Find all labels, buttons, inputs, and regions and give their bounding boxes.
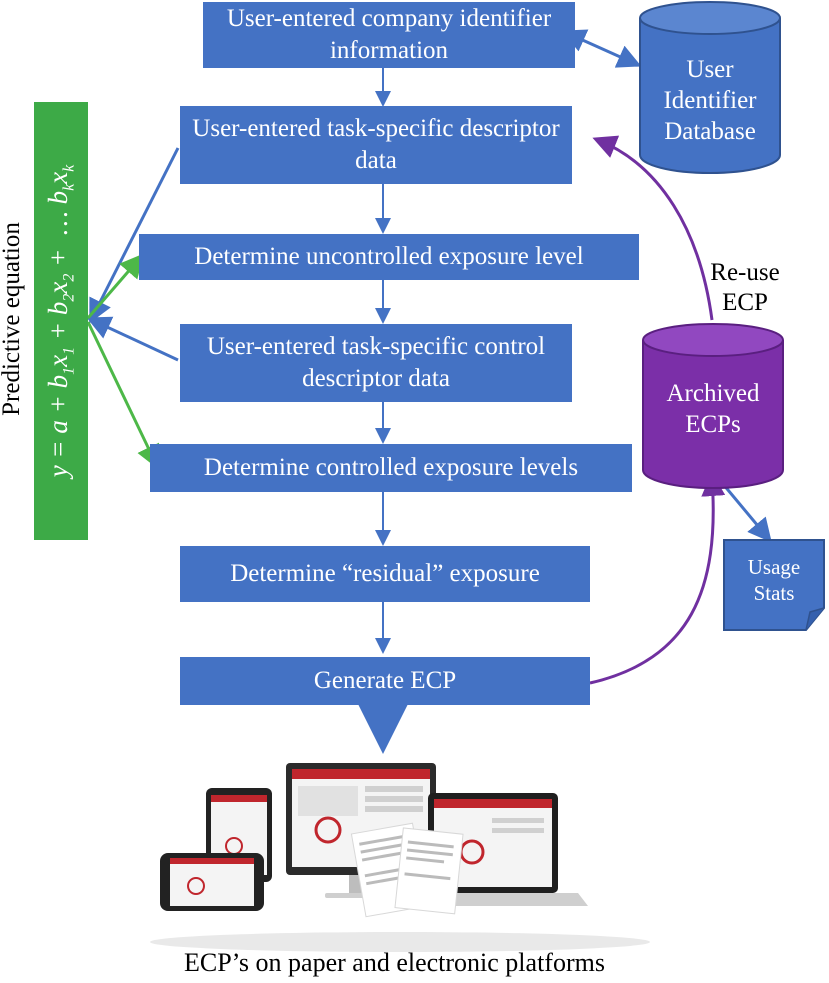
usage-stats-fold [805,607,825,631]
user-identifier-database-label: User Identifier Database [663,55,757,145]
arrow-equation-to-controlled [86,321,160,470]
company-identifier-text: User-entered company identifier informat… [226,5,552,64]
reuse-ecp-label: Re-use ECP [710,259,780,316]
arrow-control-to-equation [86,316,179,362]
generate-ecp-box: Generate ECP [180,657,590,705]
residual-exposure-box: Determine “residual” exposure [180,546,590,602]
uncontrolled-exposure-text: Determine uncontrolled exposure level [194,243,584,270]
generate-ecp-text: Generate ECP [313,667,457,694]
company-identifier-box: User-entered company identifier informat… [203,2,575,68]
arrow-reuse-to-database [592,135,714,321]
arrow-equation-to-uncontrolled [86,253,144,319]
uncontrolled-exposure-box: Determine uncontrolled exposure level [139,234,639,280]
controlled-exposure-text: Determine controlled exposure levels [203,454,579,481]
task-descriptor-text: User-entered task-specific descriptor da… [192,115,560,174]
archived-ecps-label: Archived ECPs [666,380,760,438]
arrow-company-database [561,29,642,68]
control-descriptor-box: User-entered task-specific control descr… [180,324,572,402]
task-descriptor-box: User-entered task-specific descriptor da… [180,106,572,184]
arrow-task-to-equation [89,147,180,324]
equation-panel [34,102,88,540]
arrow-generate-to-archive [589,472,726,685]
user-identifier-database-shape [639,1,781,174]
predictive-equation-label: Predictive equation [0,222,25,416]
footer-caption: ECP’s on paper and electronic platforms [184,948,605,977]
control-descriptor-text: User-entered task-specific control descr… [206,333,546,392]
archived-ecps-shape [642,323,784,489]
controlled-exposure-box: Determine controlled exposure levels [150,444,632,492]
usage-stats-label: Usage Stats [747,555,801,605]
residual-exposure-text: Determine “residual” exposure [230,560,540,587]
devices-illustration [150,763,650,952]
predictive-equation-formula: y = a + b1x1 + b2x2 + … bkxk [43,164,78,478]
